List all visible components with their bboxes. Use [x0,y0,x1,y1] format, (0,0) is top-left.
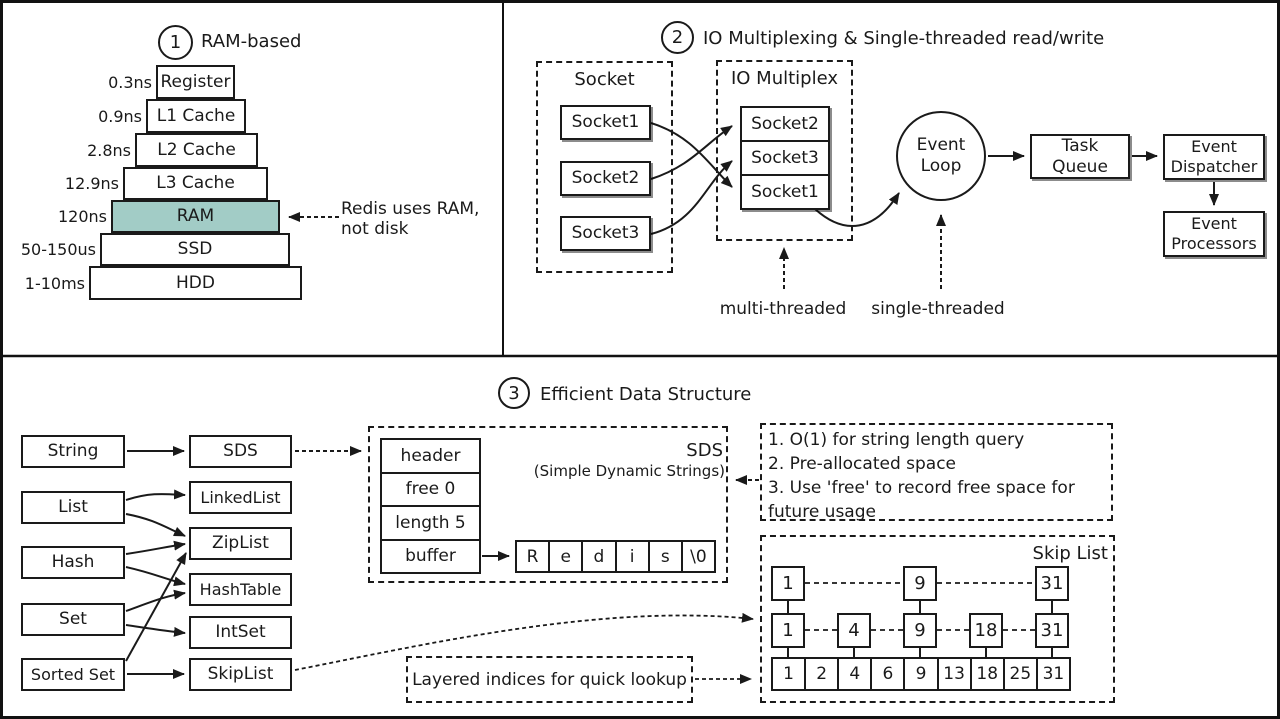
io-multiplex-group [716,60,853,241]
latency-label: 2.8ns [87,141,131,160]
multiplex-socket-item: Socket3 [742,140,828,174]
event-processors-box: Event Processors [1163,211,1265,257]
single-threaded-label: single-threaded [871,299,1005,319]
event-loop-circle: Event Loop [896,111,986,201]
struct-linkedlist-box: LinkedList [189,481,292,514]
socket3-box: Socket3 [560,216,651,251]
skiplist-l1-node: 9 [903,566,937,601]
arrow-list-to-linkedlist [125,489,186,501]
skiplist-base-cell: 1 [783,664,794,684]
type-set-box: Set [21,603,125,636]
section1-number-badge: 1 [158,25,193,60]
task-queue-box: Task Queue [1030,134,1130,179]
type-string-box: String [21,435,125,468]
socket-group-label: Socket [574,69,635,90]
multi-threaded-label: multi-threaded [719,299,847,319]
sds-field-stack: header free 0 length 5 buffer [380,438,481,574]
skiplist-group [760,535,1115,703]
skiplist-callout-text: Layered indices for quick lookup [412,669,687,690]
struct-ziplist-box: ZipList [189,527,292,560]
struct-hashtable-box: HashTable [189,573,292,606]
buffer-cell: \0 [680,542,714,571]
skiplist-base-cell: 6 [870,659,903,689]
ram-annotation: Redis uses RAM, not disk [341,199,480,239]
latency-label: 50-150us [20,240,96,259]
sds-field-header: header [400,445,461,466]
pyramid-layer-ram: RAM [111,200,280,233]
section2-title: IO Multiplexing & Single-threaded read/w… [703,28,1105,49]
sds-field-length: length 5 [382,505,479,539]
socket1-box: Socket1 [560,105,651,140]
sds-note: 1. O(1) for string length query [768,430,1025,450]
socket-group [536,61,673,273]
sds-detail-sublabel: (Simple Dynamic Strings) [533,462,725,480]
latency-label: 0.3ns [108,73,152,92]
buffer-cell: i [614,542,648,571]
buffer-cell: d [581,542,614,571]
pyramid-layer-register: Register [156,65,235,99]
skiplist-callout-box: Layered indices for quick lookup [406,656,693,703]
latency-label: 1-10ms [24,274,85,293]
section3-title: Efficient Data Structure [540,384,752,405]
skiplist-base-cell: 31 [1035,659,1069,689]
type-hash-box: Hash [21,546,125,579]
skiplist-base-cell: 9 [903,659,936,689]
pyramid-layer-l2: L2 Cache [135,133,258,167]
skiplist-l2-node: 31 [1035,613,1069,648]
section1-title: RAM-based [201,31,302,52]
skiplist-base-row: 1 2 4 6 9 13 18 25 31 [771,657,1071,691]
io-multiplex-group-label: IO Multiplex [730,68,839,89]
sds-note: 2. Pre-allocated space [768,454,957,474]
section2-number-badge: 2 [661,21,694,54]
skiplist-base-cell: 2 [804,659,837,689]
sds-field-buffer: buffer [382,538,479,573]
latency-label: 0.9ns [98,107,142,126]
skiplist-base-cell: 13 [936,659,970,689]
skiplist-l1-node: 31 [1035,566,1069,601]
pyramid-layer-l3: L3 Cache [123,167,268,200]
arrow-set-to-intset [125,624,186,637]
sds-detail-label: SDS [686,440,723,461]
pyramid-layer-ssd: SSD [100,233,290,266]
multiplex-socket-item: Socket2 [751,114,819,134]
skiplist-group-label: Skip List [1032,543,1108,564]
buffer-cell: e [548,542,581,571]
latency-label: 120ns [57,207,107,226]
socket2-box: Socket2 [560,161,651,196]
sds-notes-box: 1. O(1) for string length query 2. Pre-a… [760,423,1113,522]
sds-detail-group [368,426,728,583]
arrow-set-to-hashtable [125,589,186,612]
skiplist-l2-node: 18 [969,613,1003,648]
sds-note: 3. Use 'free' to record free space for f… [768,478,1075,522]
arrow-hash-to-hashtable [125,566,186,587]
struct-intset-box: IntSet [189,616,292,649]
multiplex-socket-stack: Socket2 Socket3 Socket1 [740,106,830,210]
type-sortedset-box: Sorted Set [21,658,125,691]
multiplex-socket-item: Socket1 [742,174,828,208]
pyramid-layer-hdd: HDD [89,266,302,300]
buffer-cell: R [526,546,539,567]
buffer-cell: s [647,542,681,571]
arrow-hash-to-ziplist [125,540,186,555]
skiplist-base-cell: 18 [969,659,1003,689]
skiplist-l2-node: 9 [903,613,937,648]
latency-label: 12.9ns [64,174,119,193]
pyramid-layer-l1: L1 Cache [146,99,246,133]
skiplist-l1-node: 1 [771,566,805,601]
sds-field-free: free 0 [382,471,479,506]
skiplist-l2-node: 1 [771,613,805,648]
skiplist-l2-node: 4 [837,613,871,648]
arrow-sortedset-to-ziplist [125,552,187,662]
skiplist-base-cell: 4 [837,659,870,689]
skiplist-base-cell: 25 [1002,659,1036,689]
section3-number-badge: 3 [498,377,530,409]
buffer-cells-row: R e d i s \0 [515,540,716,573]
type-list-box: List [21,491,125,524]
struct-sds-box: SDS [189,435,292,468]
arrow-list-to-ziplist [125,513,186,537]
struct-skiplist-box: SkipList [189,658,292,691]
event-dispatcher-box: Event Dispatcher [1163,134,1265,180]
